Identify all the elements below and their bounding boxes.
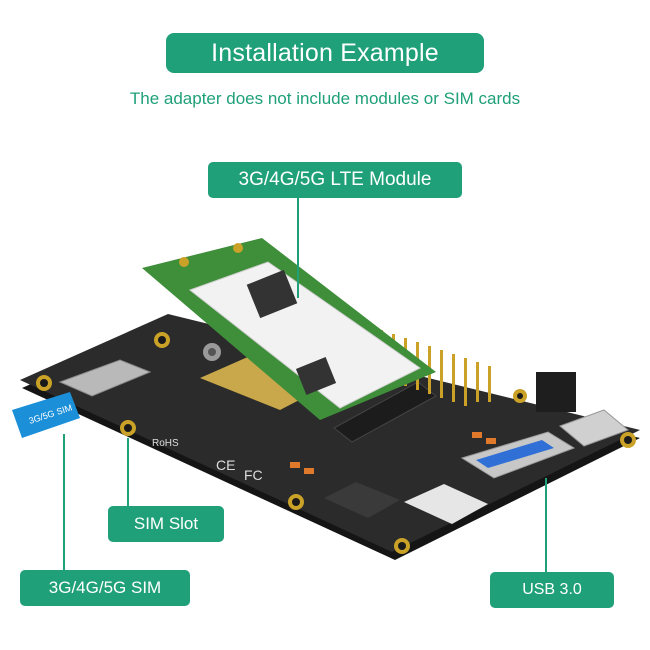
slide-switch — [404, 484, 488, 524]
callout-lte-module: 3G/4G/5G LTE Module — [208, 162, 462, 198]
callout-sim: 3G/4G/5G SIM — [20, 570, 190, 606]
dc-connector — [324, 482, 400, 518]
rohs-mark: RoHS — [152, 438, 179, 449]
usbc-port — [559, 409, 629, 447]
adapter-board — [20, 314, 640, 552]
usb3-port-tongue — [476, 440, 554, 468]
callout-usb: USB 3.0 — [490, 572, 614, 608]
qr-code-top — [246, 269, 298, 319]
fc-mark: FC — [244, 467, 263, 483]
page-subtitle: The adapter does not include modules or … — [129, 89, 521, 108]
m2-connector — [333, 381, 437, 443]
audio-jack — [536, 372, 576, 412]
sim-card-graphic — [12, 392, 80, 438]
smd-components — [290, 432, 496, 474]
qr-code-bottom — [295, 357, 337, 395]
lte-module-label — [188, 261, 421, 409]
page-title: Installation Example — [166, 33, 484, 73]
sim-slot — [58, 359, 152, 397]
ce-mark: CE — [216, 457, 235, 473]
callout-sim-slot: SIM Slot — [108, 506, 224, 542]
